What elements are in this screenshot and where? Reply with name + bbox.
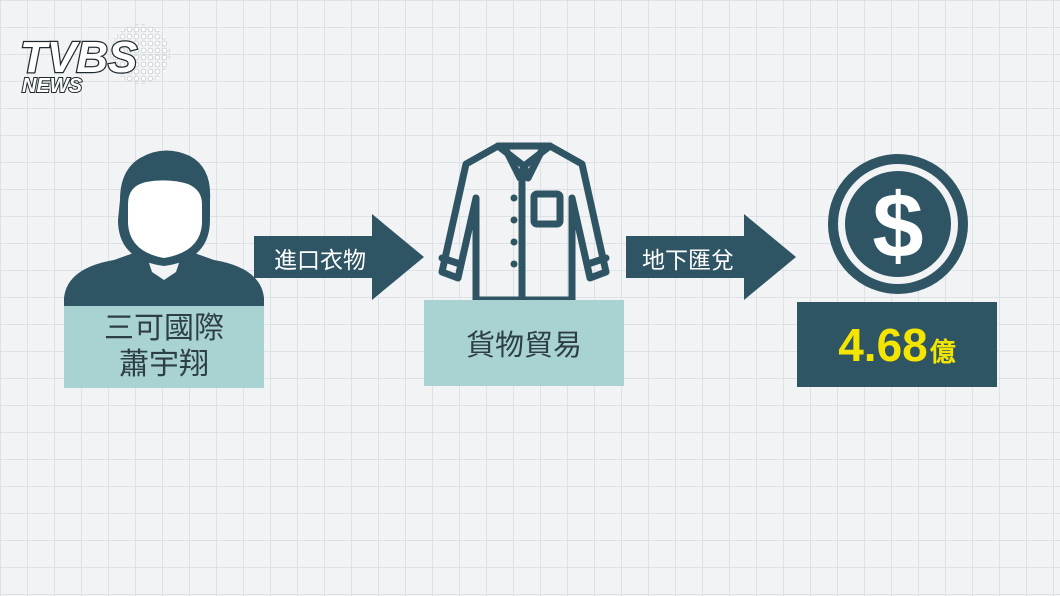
amount-value: 4.68 <box>838 318 928 371</box>
logo-subtext: NEWS <box>22 75 83 97</box>
arrow1-label: 進口衣物 <box>274 248 366 274</box>
person-name: 蕭宇翔 <box>119 347 209 382</box>
tvbs-news-logo: TVBS NEWS <box>14 12 174 98</box>
amount-box: 4.68 億 <box>797 302 997 387</box>
goods-trade-box: 貨物貿易 <box>424 300 624 386</box>
amount-unit: 億 <box>929 337 956 368</box>
arrow-right-icon <box>626 214 796 300</box>
arrow2-label: 地下匯兌 <box>642 248 734 274</box>
person-label-box: 三可國際 蕭宇翔 <box>64 306 264 388</box>
arrow-right-icon <box>254 214 424 300</box>
logo-text: TVBS <box>20 33 137 82</box>
shirt-icon <box>438 142 610 300</box>
dollar-coin-icon: $ <box>828 154 968 294</box>
svg-text:$: $ <box>872 175 923 277</box>
company-name: 三可國際 <box>104 311 224 346</box>
goods-trade-label: 貨物貿易 <box>465 328 582 362</box>
person-icon <box>64 150 264 310</box>
